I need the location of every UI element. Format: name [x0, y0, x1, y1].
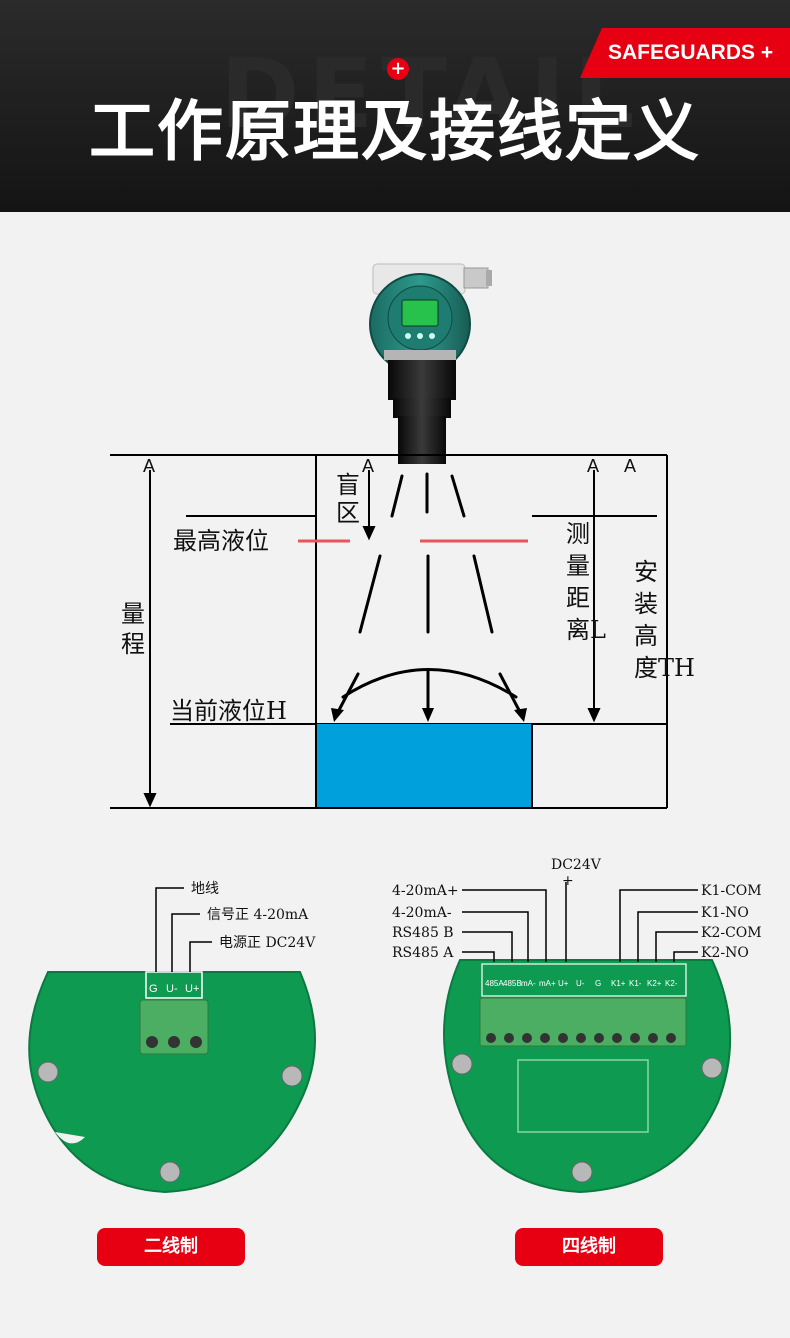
terminal-k2-plus: K2+	[647, 979, 662, 988]
power-positive-label: 电源正 DC24V	[219, 935, 316, 951]
k1-no-label: K1-NO	[701, 905, 749, 921]
rs485-b-label: RS485 B	[392, 925, 454, 941]
safeguards-badge: SAFEGUARDS +	[580, 28, 790, 78]
terminal-ma-minus: mA-	[521, 979, 536, 988]
ground-label: 地线	[191, 881, 219, 897]
four-wire-leader-lines	[462, 882, 698, 962]
install-height-label-1: 安	[634, 558, 658, 586]
terminal-485a: 485A	[485, 979, 504, 988]
principle-svg: A A A A 盲 区 最高液位 量 程 当前液位H 测 量 距 离L 安 装 …	[110, 263, 695, 809]
terminal-u-plus: U+	[185, 983, 199, 995]
highest-level-label: 最高液位	[173, 527, 269, 555]
install-height-label-2: 装	[634, 590, 658, 618]
two-wire-terminal-labels: G U- U+	[149, 983, 199, 995]
blind-zone-label-1: 盲	[336, 471, 360, 499]
terminal-ma-plus: mA+	[539, 979, 556, 988]
marker-a-3: A	[587, 456, 599, 476]
terminal-g: G	[149, 983, 158, 995]
two-wire-caption: 二线制	[97, 1228, 245, 1266]
current-level-label: 当前液位H	[170, 697, 287, 725]
install-height-label-4: 度TH	[634, 654, 695, 682]
four-wire-board	[443, 959, 732, 1194]
liquid-fill	[317, 724, 531, 807]
two-wire-leader-lines	[155, 887, 212, 972]
level-meter-device-icon	[369, 263, 492, 464]
install-height-label-3: 高	[634, 622, 658, 650]
terminal-k1-minus: K1-	[629, 979, 642, 988]
marker-a-1: A	[143, 456, 155, 476]
working-principle-diagram: A A A A 盲 区 最高液位 量 程 当前液位H 测 量 距 离L 安 装 …	[0, 212, 790, 832]
four-wire-terminal-labels: 485A 485B mA- mA+ U+ U- G K1+ K1- K2+ K2…	[485, 979, 678, 988]
badge-label: SAFEGUARDS +	[608, 41, 774, 64]
k2-com-label: K2-COM	[701, 925, 762, 941]
header-banner: DETAIL + 工作原理及接线定义 SAFEGUARDS +	[0, 0, 790, 212]
terminal-u-plus-4w: U+	[558, 979, 569, 988]
blind-zone-arrow	[362, 470, 376, 541]
range-label-1: 量	[121, 600, 145, 628]
signal-positive-label: 信号正 4-20mA	[207, 907, 309, 923]
four-wire-caption: 四线制	[515, 1228, 663, 1266]
page-title: 工作原理及接线定义	[89, 93, 701, 170]
dc24v-plus-sign: +	[562, 873, 574, 889]
measure-distance-label-2: 量	[566, 552, 590, 580]
k1-com-label: K1-COM	[701, 883, 762, 899]
blind-zone-label-2: 区	[336, 499, 360, 527]
ma-plus-label: 4-20mA+	[392, 883, 459, 899]
terminal-k2-minus: K2-	[665, 979, 678, 988]
two-wire-board	[28, 971, 316, 1194]
range-arrow	[143, 470, 157, 808]
measure-distance-label-3: 距	[566, 584, 590, 612]
terminal-u-minus: U-	[166, 983, 178, 995]
measuring-distance-arrow	[587, 470, 601, 723]
measure-distance-label-4: 离L	[566, 616, 606, 644]
marker-a-2: A	[362, 456, 374, 476]
four-wire-screws	[486, 1033, 676, 1043]
ultrasonic-beam	[336, 472, 522, 714]
terminal-g-4w: G	[595, 979, 601, 988]
measure-distance-label-1: 测	[566, 520, 590, 548]
terminal-485b: 485B	[503, 979, 522, 988]
ma-minus-label: 4-20mA-	[392, 905, 452, 921]
wiring-svg: G U- U+ 地线 信号正 4-20mA 电源正 DC24V	[28, 857, 762, 1194]
terminal-k1-plus: K1+	[611, 979, 626, 988]
range-label-2: 程	[121, 630, 145, 658]
k2-no-label: K2-NO	[701, 945, 749, 961]
header-watermark: DETAIL	[220, 38, 643, 150]
plus-icon: +	[387, 58, 409, 80]
beam-arrowheads	[331, 708, 527, 722]
wiring-section: G U- U+ 地线 信号正 4-20mA 电源正 DC24V	[0, 832, 790, 1334]
dc24v-label: DC24V	[551, 857, 602, 873]
marker-a-4: A	[624, 456, 636, 476]
terminal-u-minus-4w: U-	[576, 979, 585, 988]
rs485-a-label: RS485 A	[392, 945, 454, 961]
